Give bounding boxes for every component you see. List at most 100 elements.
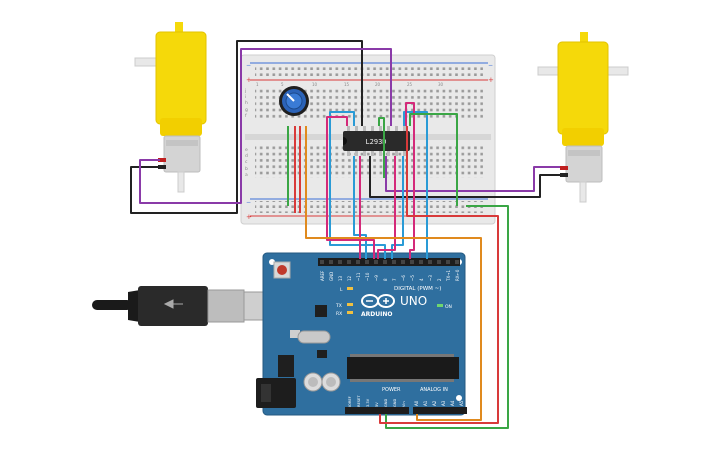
row-letter: c: [245, 160, 248, 165]
row-letter: b: [245, 166, 248, 172]
pin-label: AREF: [320, 270, 325, 281]
ic-pins-top: [347, 126, 406, 132]
row-letter: h: [245, 100, 248, 106]
pin-label: GND: [329, 272, 334, 281]
row-letter: d: [245, 153, 248, 159]
right-dc-motor[interactable]: [537, 32, 629, 203]
right-motor-terminal: [560, 166, 568, 170]
wire-green[interactable]: [378, 117, 385, 178]
col-number: 1: [256, 82, 259, 87]
column-numbers: 1 5 10 15 20 25 30: [256, 82, 444, 87]
row-letter: i: [245, 94, 246, 100]
led-l: [347, 287, 353, 290]
led-on-label: ON: [445, 304, 452, 310]
power-header[interactable]: [345, 407, 409, 414]
wire-red[interactable]: [406, 126, 477, 217]
power-section-label: POWER: [382, 387, 401, 393]
col-number: 30: [438, 82, 444, 87]
atmega-pins: [350, 354, 454, 382]
pin-label: 8: [383, 278, 388, 281]
wire-magenta[interactable]: [377, 156, 396, 259]
pin-label: A2: [432, 400, 437, 406]
wire-blue[interactable]: [329, 111, 386, 259]
top-rail-plus-label: +: [246, 76, 252, 84]
pin-label: 3.3V: [366, 398, 370, 407]
row-letter: j: [244, 88, 246, 94]
wire-orange[interactable]: [305, 126, 482, 421]
usb-chip: [315, 305, 327, 317]
wire-black[interactable]: [369, 156, 560, 198]
usb-icon: [163, 299, 183, 309]
pin-label: 4: [419, 278, 424, 281]
pin-label: GND: [393, 399, 397, 407]
ic-label: L293D: [365, 138, 386, 146]
pin-label: 2: [437, 278, 442, 281]
l293d-chip[interactable]: L293D: [343, 126, 410, 156]
pin-label: ~9: [374, 275, 379, 281]
smd-component: [290, 330, 300, 338]
usb-cable[interactable]: [92, 286, 285, 326]
smd-component: [317, 350, 327, 358]
pin-label: RX←0: [455, 269, 460, 281]
col-number: 10: [312, 82, 318, 87]
left-motor-terminal: [158, 158, 166, 162]
ic-pins-bottom: [347, 150, 406, 156]
row-letters: j i h g f e d c b a: [244, 88, 248, 178]
bottom-rail-holes: [255, 201, 483, 213]
pin-label: A4: [450, 400, 455, 406]
pin-label: TX→1: [446, 269, 451, 282]
wire-green[interactable]: [409, 113, 458, 206]
pin-label: GND: [384, 399, 388, 407]
atmega-chip: [347, 357, 459, 379]
row-letter: a: [245, 173, 248, 178]
top-rail-holes: [255, 65, 483, 77]
digital-header[interactable]: [318, 258, 460, 266]
wire-purple[interactable]: [385, 156, 560, 192]
analog-section-label: ANALOG IN: [420, 387, 448, 393]
usb-cable-wire: [92, 300, 132, 310]
pin-label: A3: [441, 400, 446, 406]
wire-blue[interactable]: [403, 111, 428, 259]
potentiometer[interactable]: [279, 86, 309, 116]
analog-header[interactable]: [413, 407, 467, 414]
wires: [130, 40, 560, 429]
row-letter: g: [245, 108, 248, 113]
arduino-logo: [361, 294, 395, 308]
right-motor-shaft: [579, 181, 587, 203]
pin-label: RESET: [357, 395, 361, 407]
led-rx: [347, 311, 353, 314]
wire-purple[interactable]: [139, 48, 392, 204]
right-motor-terminal: [560, 173, 568, 177]
wire-magenta[interactable]: [405, 102, 415, 259]
bottom-rail-plus-label: +: [246, 213, 252, 221]
pin-label: A0: [414, 400, 419, 406]
row-letter: e: [245, 148, 248, 153]
pin-label: ~6: [401, 275, 406, 281]
bottom-rail-minus-label: −: [246, 199, 251, 206]
led-tx-label: TX: [335, 303, 342, 309]
col-number: 25: [407, 82, 413, 87]
pin-label: ~5: [410, 275, 415, 281]
potentiometer-indicator: [286, 93, 295, 102]
pin-label: A5: [459, 400, 464, 406]
analog-pin-labels: A0 A1 A2 A3 A4 A5: [414, 400, 464, 406]
arduino-uno-board[interactable]: AREF GND 13 12 ~11 ~10 ~9 8 7 ~6 ~5 4 ~3…: [256, 252, 467, 416]
col-number: 15: [344, 82, 350, 87]
wire-black[interactable]: [130, 40, 363, 214]
digital-pin-labels: AREF GND 13 12 ~11 ~10 ~9 8 7 ~6 ~5 4 ~3…: [320, 269, 460, 282]
left-motor-shaft-stub: [134, 57, 158, 67]
wire-blue[interactable]: [391, 156, 404, 259]
pin-label: ~11: [356, 272, 361, 281]
right-motor-shaft-stub-left: [537, 66, 561, 76]
pin-label: IOREF: [348, 396, 352, 407]
reset-button-cap[interactable]: [277, 265, 287, 275]
pin-label: ~3: [428, 275, 433, 281]
left-dc-motor[interactable]: [134, 22, 207, 193]
pin-label: 5V: [375, 402, 379, 407]
power-pin-labels: IOREF RESET 3.3V 5V GND GND Vin: [348, 395, 406, 407]
digital-section-label: DIGITAL (PWM ~): [394, 286, 441, 292]
wire-red[interactable]: [379, 215, 499, 424]
digital-header-pins: [320, 260, 459, 264]
wire-magenta[interactable]: [326, 116, 375, 259]
top-rail-plus-label-right: +: [488, 76, 494, 84]
